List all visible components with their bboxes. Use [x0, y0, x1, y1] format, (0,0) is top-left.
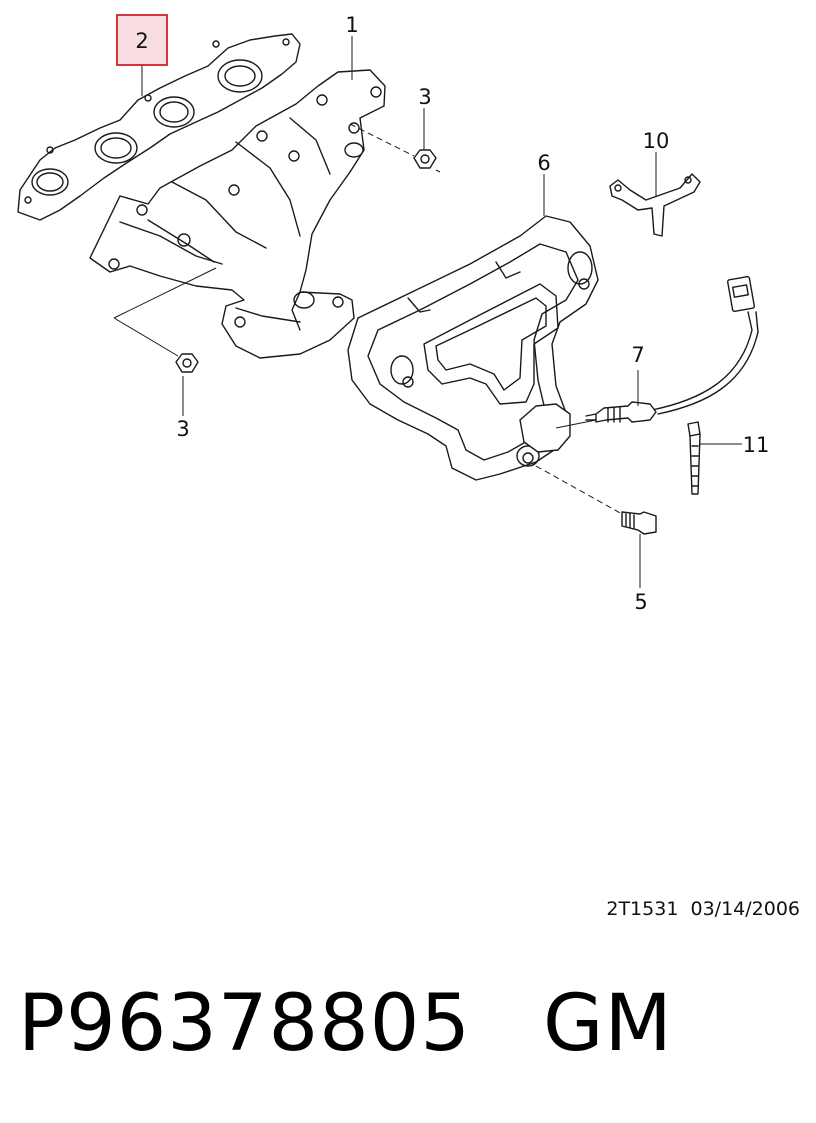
heat-shield[interactable]	[347, 215, 599, 481]
callout-10[interactable]: 10	[643, 129, 670, 153]
callout-1[interactable]: 1	[345, 13, 358, 37]
callout-2[interactable]: 2	[116, 14, 168, 66]
nut-upper[interactable]	[413, 149, 437, 169]
svg-text:2: 2	[135, 29, 148, 53]
callout-11[interactable]: 11	[743, 433, 770, 457]
drawing-code: 2T1531 03/14/2006	[606, 898, 800, 920]
brand-name: GM	[543, 979, 673, 1069]
callout-5[interactable]: 5	[634, 590, 647, 614]
bracket[interactable]	[609, 173, 701, 237]
callout-3-upper[interactable]: 3	[418, 85, 431, 109]
callout-6[interactable]: 6	[537, 151, 550, 175]
callout-3-lower[interactable]: 3	[176, 417, 189, 441]
callout-7[interactable]: 7	[631, 343, 644, 367]
nut-lower[interactable]	[175, 353, 199, 373]
cable-tie[interactable]	[687, 421, 701, 495]
part-number: P96378805	[18, 979, 472, 1069]
oxygen-sensor[interactable]	[585, 275, 759, 423]
bolt[interactable]	[621, 511, 657, 535]
exhaust-manifold[interactable]	[89, 69, 386, 359]
manifold-gasket[interactable]	[17, 33, 301, 221]
